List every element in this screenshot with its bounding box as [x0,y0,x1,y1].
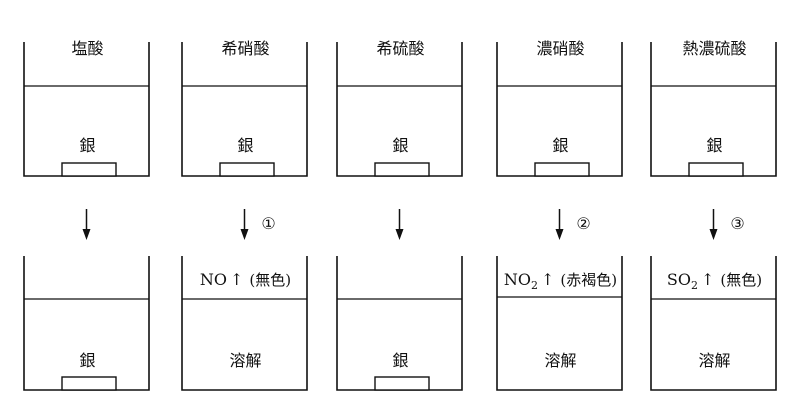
gas-arrow-up-icon: ↑ [701,270,714,289]
top-metal-label: 銀 [706,136,722,155]
gas-color: (赤褐色) [560,271,617,289]
gas-formula: NO [200,270,227,289]
acid-label: 塩酸 [71,39,103,58]
acid-label: 濃硝酸 [536,39,584,58]
gas-color: (無色) [249,271,291,289]
top-beaker [650,42,777,177]
acid-label: 熱濃硫酸 [682,39,746,58]
arrow-down-icon [395,229,404,240]
gas-label: NO2↑ (赤褐色) [504,270,617,292]
result-label: 溶解 [229,351,261,370]
top-silver-piece [61,162,117,177]
step-mark: ③ [730,214,744,233]
top-silver-piece [374,162,430,177]
gas-subscript: 2 [531,279,538,292]
step-mark: ② [576,214,590,233]
result-label: 銀 [79,351,95,370]
top-silver-piece [219,162,275,177]
top-beaker [23,42,150,177]
bottom-beaker [181,256,308,391]
top-metal-label: 銀 [237,136,253,155]
top-silver-piece [534,162,590,177]
top-metal-label: 銀 [392,136,408,155]
top-beaker [181,42,308,177]
bottom-beaker [650,256,777,391]
acid-label: 希硫酸 [376,39,424,58]
gas-arrow-up-icon: ↑ [230,270,243,289]
top-beaker [496,42,623,177]
bottom-silver-piece [374,376,430,391]
acid-label: 希硝酸 [221,39,269,58]
gas-formula: SO [667,270,691,289]
gas-label: NO↑ (無色) [200,270,291,289]
top-beaker [336,42,463,177]
bottom-beaker [496,256,623,391]
gas-formula: NO [504,270,531,289]
top-metal-label: 銀 [79,136,95,155]
top-silver-piece [688,162,744,177]
top-metal-label: 銀 [552,136,568,155]
step-mark: ① [261,214,275,233]
arrow-down-icon [709,229,718,240]
arrow-down-icon [82,229,91,240]
gas-color: (無色) [720,271,762,289]
bottom-silver-piece [61,376,117,391]
arrow-down-icon [240,229,249,240]
arrow-down-icon [555,229,564,240]
gas-subscript: 2 [691,279,698,292]
result-label: 溶解 [544,351,576,370]
result-label: 銀 [392,351,408,370]
gas-label: SO2↑ (無色) [667,270,762,292]
result-label: 溶解 [698,351,730,370]
gas-arrow-up-icon: ↑ [541,270,554,289]
